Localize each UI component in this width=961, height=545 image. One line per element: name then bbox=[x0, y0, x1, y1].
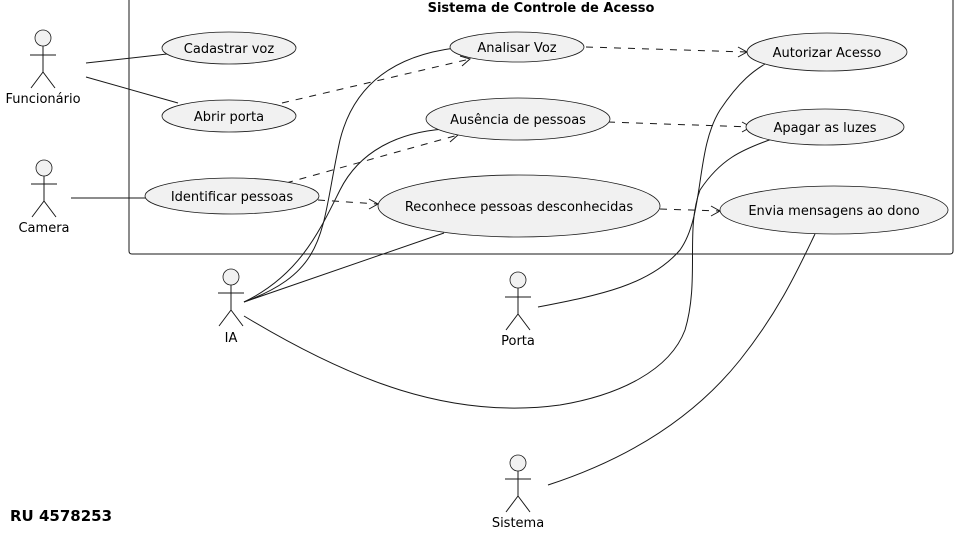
use-case-label: Abrir porta bbox=[194, 110, 264, 125]
actor-label: IA bbox=[225, 331, 238, 346]
dep-analisar-autorizar bbox=[585, 46, 748, 53]
actor-porta[interactable]: Porta bbox=[501, 271, 535, 349]
use-case-label: Analisar Voz bbox=[477, 41, 556, 56]
use-case-label: Apagar as luzes bbox=[773, 121, 876, 136]
actor-label: Funcionário bbox=[5, 92, 80, 107]
assoc-ia-reconhece bbox=[243, 232, 445, 303]
assoc-porta-autorizar bbox=[537, 63, 766, 308]
actor-label: Camera bbox=[18, 221, 69, 236]
use-case-label: Identificar pessoas bbox=[171, 190, 294, 205]
actor-sistema[interactable]: Sistema bbox=[492, 454, 544, 531]
use-case-abrir-porta[interactable]: Abrir porta bbox=[161, 99, 297, 133]
dependencies bbox=[281, 46, 753, 217]
actor-body-icon bbox=[505, 471, 531, 513]
actor-head-icon bbox=[222, 268, 240, 286]
use-case-label: Reconhece pessoas desconhecidas bbox=[405, 200, 634, 215]
use-case-cadastrar-voz[interactable]: Cadastrar voz bbox=[161, 31, 297, 65]
ru-label: RU 4578253 bbox=[10, 507, 112, 525]
assoc-ia-analisar-voz bbox=[243, 47, 456, 303]
assoc-ia-apagar-luzes bbox=[243, 137, 776, 409]
actor-label: Porta bbox=[501, 334, 535, 349]
assoc-sistema-envia bbox=[547, 233, 816, 486]
dep-abrir-analisar bbox=[281, 58, 471, 104]
actor-ia[interactable]: IA bbox=[218, 268, 244, 346]
actor-head-icon bbox=[509, 271, 527, 289]
arrow-abrir-analisar bbox=[459, 55, 472, 67]
use-case-label: Envia mensagens ao dono bbox=[748, 204, 919, 219]
actor-head-icon bbox=[34, 29, 52, 47]
actor-body-icon bbox=[31, 176, 57, 218]
actor-body-icon bbox=[505, 288, 531, 331]
dep-ausencia-apagar bbox=[607, 121, 752, 128]
assoc-funcionario-cadastrar-voz bbox=[85, 53, 168, 64]
use-case-reconhece-desconhecidas[interactable]: Reconhece pessoas desconhecidas bbox=[377, 174, 661, 238]
use-case-ausencia-pessoas[interactable]: Ausência de pessoas bbox=[425, 97, 611, 141]
actor-body-icon bbox=[218, 285, 244, 327]
assoc-ia-ausencia bbox=[243, 128, 446, 303]
actor-head-icon bbox=[35, 159, 53, 177]
dep-identificar-reconhece bbox=[317, 199, 379, 205]
use-case-envia-mensagens[interactable]: Envia mensagens ao dono bbox=[719, 185, 949, 235]
actor-label: Sistema bbox=[492, 516, 544, 531]
use-case-label: Autorizar Acesso bbox=[773, 46, 882, 61]
actor-body-icon bbox=[30, 46, 56, 89]
dep-reconhece-envia bbox=[659, 208, 721, 212]
use-case-identificar-pessoas[interactable]: Identificar pessoas bbox=[144, 177, 320, 215]
system-boundary: Sistema de Controle de Acesso bbox=[128, 0, 954, 255]
use-case-label: Cadastrar voz bbox=[184, 42, 275, 57]
use-case-apagar-luzes[interactable]: Apagar as luzes bbox=[745, 108, 905, 146]
assoc-funcionario-abrir-porta bbox=[85, 76, 179, 104]
use-case-autorizar-acesso[interactable]: Autorizar Acesso bbox=[746, 32, 908, 72]
associations bbox=[71, 47, 816, 486]
actor-head-icon bbox=[509, 454, 527, 472]
use-case-label: Ausência de pessoas bbox=[450, 113, 586, 128]
actor-camera[interactable]: Camera bbox=[18, 159, 70, 236]
system-title: Sistema de Controle de Acesso bbox=[428, 1, 655, 16]
use-case-analisar-voz[interactable]: Analisar Voz bbox=[449, 31, 585, 63]
actor-funcionario[interactable]: Funcionário bbox=[5, 29, 81, 107]
dep-identificar-ausencia bbox=[285, 134, 459, 184]
